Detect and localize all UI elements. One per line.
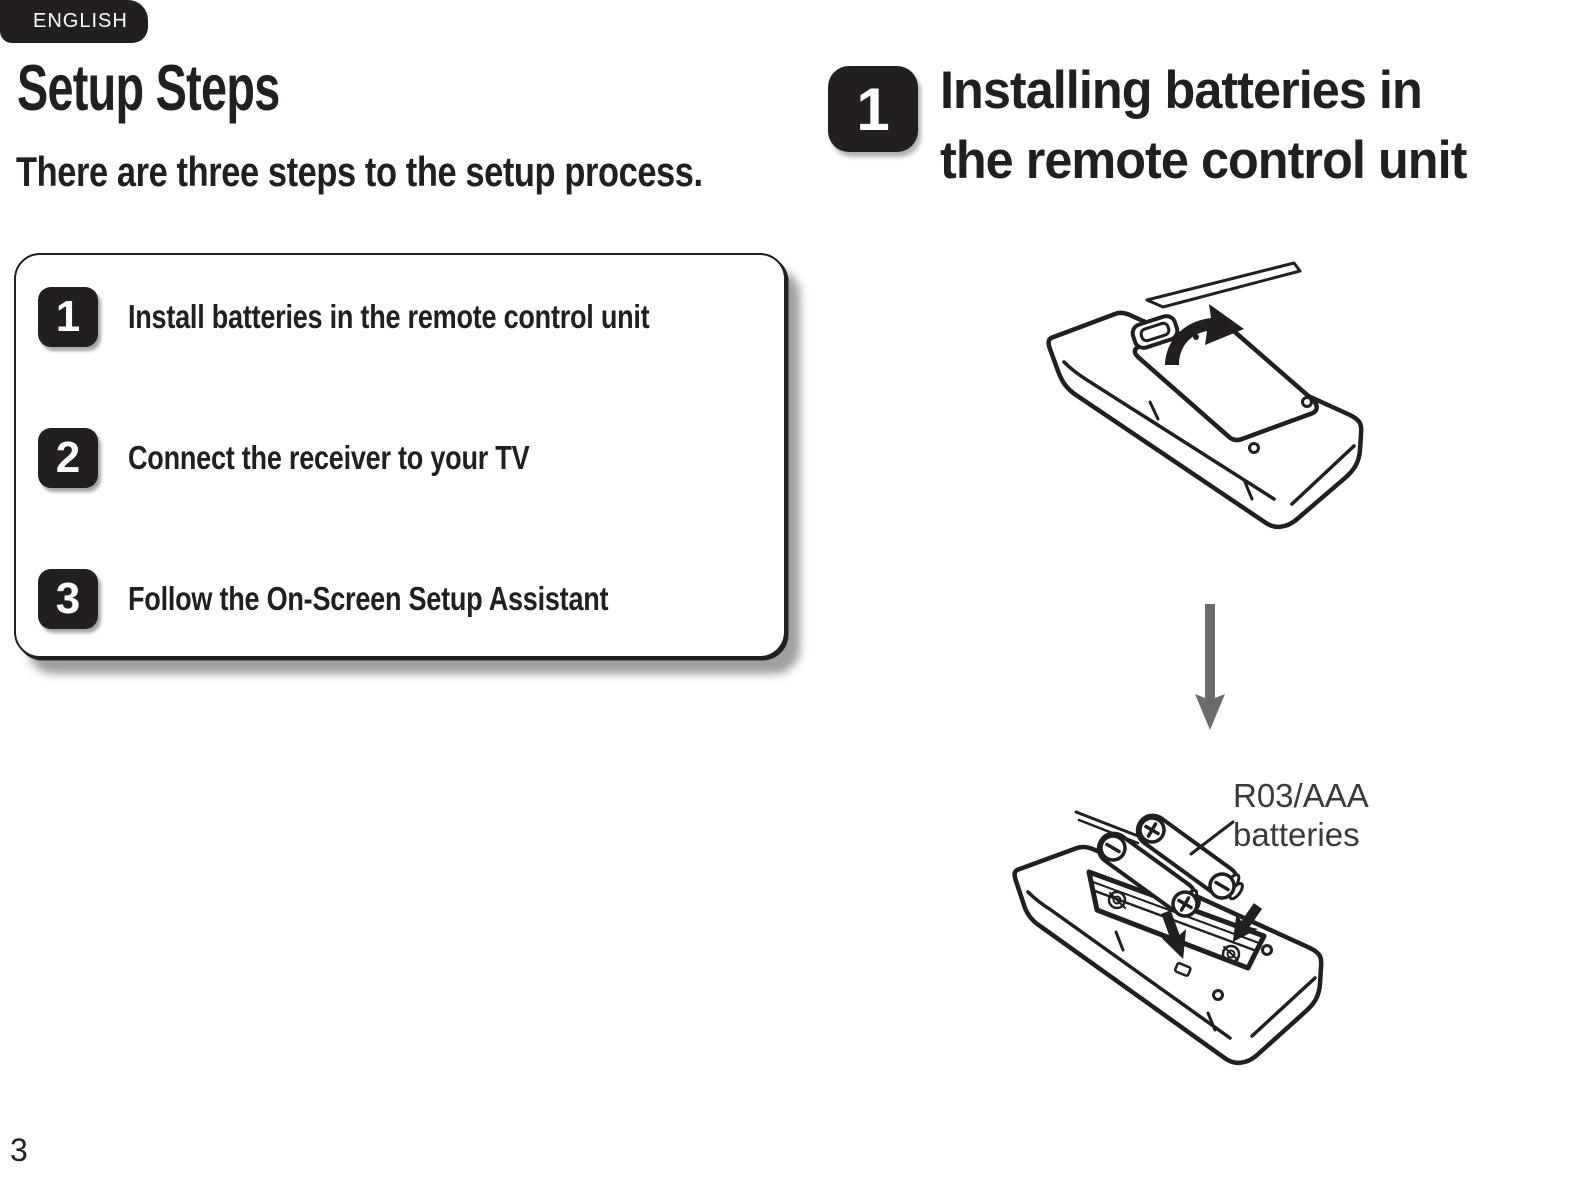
step-1-badge: 1 bbox=[38, 287, 98, 347]
cover-rail-line-1 bbox=[1074, 810, 1140, 838]
label-leader-line bbox=[1189, 820, 1235, 856]
step-3-label: Follow the On-Screen Setup Assistant bbox=[128, 580, 609, 617]
page-number: 3 bbox=[10, 1132, 28, 1168]
section-title-line-2: the remote control unit bbox=[940, 131, 1467, 190]
insert-arrow-icon bbox=[1232, 903, 1263, 943]
section-1-badge: 1 bbox=[828, 66, 918, 152]
screw-hole-2 bbox=[1212, 989, 1224, 1001]
side-notch-1 bbox=[1114, 930, 1125, 952]
contact-plate bbox=[1173, 962, 1192, 977]
step-2-label: Connect the receiver to your TV bbox=[128, 439, 530, 476]
side-notch-2 bbox=[1243, 480, 1254, 501]
minus-polarity-icon bbox=[1208, 872, 1236, 900]
page-subtitle: There are three steps to the setup proce… bbox=[16, 148, 703, 195]
battery-type-label-line-1: R03/AAA bbox=[1233, 777, 1369, 814]
body-butt-edge bbox=[1290, 444, 1356, 506]
step-row-3: 3 Follow the On-Screen Setup Assistant bbox=[16, 569, 784, 629]
battery-type-label: R03/AAA batteries bbox=[1233, 776, 1369, 854]
language-tab: ENGLISH bbox=[0, 0, 148, 43]
side-notch-2 bbox=[1206, 1011, 1217, 1032]
section-title: Installing batteries in the remote contr… bbox=[940, 56, 1467, 196]
cover-edge-line bbox=[1145, 261, 1302, 309]
remote-insert-batteries-illustration bbox=[1012, 810, 1324, 1066]
body-side-ridge bbox=[1026, 890, 1232, 1040]
cover-latch bbox=[1130, 314, 1180, 350]
step-row-1: 1 Install batteries in the remote contro… bbox=[16, 287, 784, 347]
open-cover-arrow-icon bbox=[1165, 304, 1244, 365]
body-butt-edge bbox=[1250, 976, 1317, 1038]
step-3-badge: 3 bbox=[38, 569, 98, 629]
step-2-badge: 2 bbox=[38, 428, 98, 488]
remote-body bbox=[1012, 844, 1324, 1066]
battery-spring-2 bbox=[1221, 944, 1241, 964]
screw-hole-2 bbox=[1248, 442, 1260, 454]
plus-polarity-icon bbox=[1171, 890, 1199, 918]
insert-arrow-icon bbox=[1161, 910, 1187, 959]
arrow-pivot-dot bbox=[1193, 334, 1199, 340]
down-arrow-icon bbox=[1195, 604, 1225, 730]
screw-hole-1 bbox=[1301, 396, 1313, 408]
side-notch-1 bbox=[1148, 400, 1160, 421]
step-1-label: Install batteries in the remote control … bbox=[128, 298, 650, 335]
minus-polarity-icon bbox=[1099, 834, 1127, 862]
screw-hole-1 bbox=[1261, 944, 1273, 956]
plus-polarity-icon bbox=[1138, 816, 1166, 844]
body-side-ridge bbox=[1062, 360, 1276, 501]
battery-spring-1 bbox=[1107, 890, 1127, 910]
remote-open-cover-illustration bbox=[1046, 261, 1364, 530]
battery-type-label-line-2: batteries bbox=[1233, 816, 1360, 853]
section-title-line-1: Installing batteries in bbox=[940, 61, 1423, 120]
page-title: Setup Steps bbox=[17, 51, 280, 124]
compartment-divider bbox=[1093, 889, 1256, 952]
step-row-2: 2 Connect the receiver to your TV bbox=[16, 428, 784, 488]
remote-body bbox=[1046, 310, 1364, 530]
setup-steps-box: 1 Install batteries in the remote contro… bbox=[14, 253, 786, 658]
